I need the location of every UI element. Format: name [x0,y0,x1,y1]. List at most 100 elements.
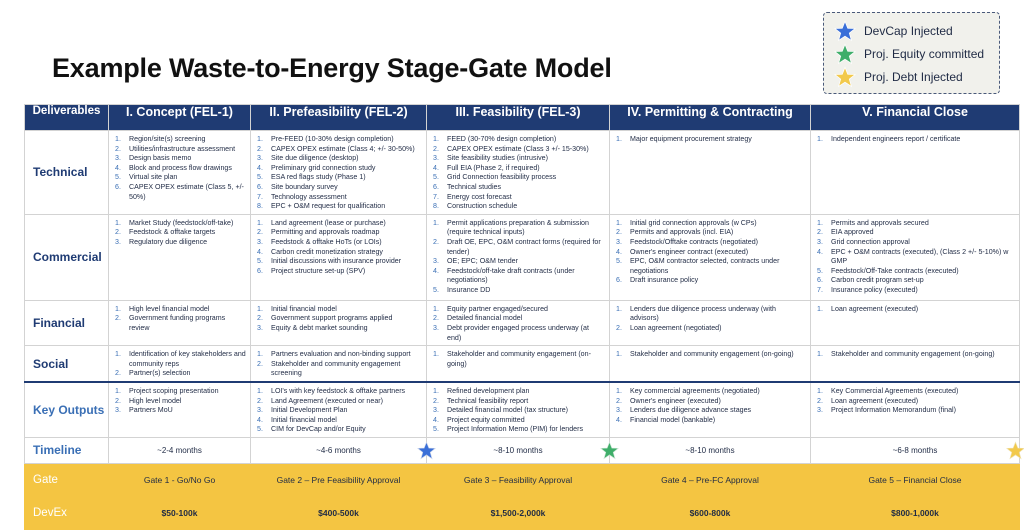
list-item: 4.Owner's engineer contract (executed) [616,247,749,256]
list-item: 5.Feedstock/Off-Take contracts (executed… [817,266,959,275]
list-item: 1.Initial grid connection approvals (w C… [616,218,757,227]
list-item-text: Financial model (bankable) [630,415,716,424]
list-item-text: Insurance policy (executed) [831,285,918,294]
gate-cell: Gate 2 – Pre Feasibility Approval [250,462,427,498]
list-item: 6.Draft insurance policy [616,276,699,285]
list-item: 1.FEED (30-70% design completion) [433,135,557,143]
table-cell: 1.Loan agreement (executed) [810,299,1020,347]
list-item: 5.Project Information Memo (PIM) for len… [433,425,584,434]
list-item: 2.Detailed financial model [433,314,523,323]
list-item-text: Lenders due diligence process underway (… [630,304,776,323]
gate-row: Gate Gate 1 - Go/No Go Gate 2 – Pre Feas… [24,462,1020,498]
legend-item: DevCap Injected [834,19,999,42]
table-cell: 1.Lenders due diligence process underway… [609,299,811,347]
list-item: 1.Major equipment procurement strategy [616,135,752,143]
list-item: 1.Stakeholder and community engagement (… [433,350,605,369]
list-item-text: Technical studies [447,182,502,191]
list-item-text: Pre-FEED (10-30% design completion) [271,135,394,143]
list-item: 1.High level financial model [115,304,210,313]
list-item-text: Project Information Memo (PIM) for lende… [447,425,584,434]
column-header: V. Financial Close [810,104,1020,131]
row-label: Technical [24,130,109,215]
list-item: 3.Site feasibility studies (intrusive) [433,154,548,163]
list-item: 3.Debt provider engaged process underway… [433,324,605,343]
column-header: Deliverables [24,104,109,131]
devex-cell: $600-800k [609,496,811,530]
legend-item: Proj. Debt Injected [834,65,999,88]
list-item: 1.Region/site(s) screening [115,135,206,143]
timeline-value: ~6-8 months [892,445,938,455]
timeline-cell: ~4-6 months [250,436,436,464]
list-item-text: ESA red flags study (Phase 1) [271,173,366,182]
list-item: 1.Stakeholder and community engagement (… [616,350,794,359]
list-item-text: Draft insurance policy [630,276,699,285]
list-item: 3.Regulatory due diligence [115,237,208,246]
list-item-text: Project structure set-up (SPV) [271,266,366,275]
list-item-text: Regulatory due diligence [129,237,208,246]
list-item: 2.Loan agreement (executed) [817,396,919,405]
list-item: 6.Site boundary survey [257,182,338,191]
list-item: 2.Land Agreement (executed or near) [257,396,383,405]
list-item: 2.CAPEX OPEX estimate (Class 4; +/- 30-5… [257,144,415,153]
list-item: 1.Stakeholder and community engagement (… [817,350,995,359]
list-item: 4.Carbon credit monetization strategy [257,247,383,256]
list-item: 5.Initial discussions with insurance pro… [257,257,402,266]
list-item-text: Feedstock/off-take draft contracts (unde… [447,266,575,285]
list-item: 1.Equity partner engaged/secured [433,304,548,313]
list-item: 3.Grid connection approval [817,237,910,246]
timeline-value: ~8-10 months [493,445,543,455]
list-item-text: Utilities/infrastructure assessment [129,144,236,153]
timeline-cell: ~8-10 months [609,436,811,464]
list-item-text: Carbon credit program set-up [831,276,924,285]
list-item: 4.Preliminary grid connection study [257,163,376,172]
row-label: DevEx [24,496,109,530]
timeline-cell: ~6-8 months [810,436,1024,464]
list-item: 5.ESA red flags study (Phase 1) [257,173,366,182]
list-item: 4.Full EIA (Phase 2, if required) [433,163,540,172]
list-item-text: Initial financial model [271,415,337,424]
deliverable-list: 1.Stakeholder and community engagement (… [427,346,609,371]
list-item-text: Refined development plan [447,386,530,395]
list-item: 8.EPC + O&M request for qualification [257,202,386,211]
row-label: Timeline [24,436,109,464]
column-header: III. Feasibility (FEL-3) [426,104,610,131]
list-item-text: Draft OE, EPC, O&M contract forms (requi… [447,237,601,256]
devex-cell: $800-1,000k [810,496,1020,530]
timeline-value: ~4-6 months [316,445,361,455]
deliverable-list: 1.Lenders due diligence process underway… [610,301,810,336]
list-item: 3.Site due diligence (desktop) [257,154,359,163]
list-item-text: Permitting and approvals roadmap [271,228,380,237]
gate-cell: Gate 3 – Feasibility Approval [426,462,610,498]
legend-item: Proj. Equity committed [834,42,999,65]
list-item-text: Debt provider engaged process underway (… [447,323,589,342]
star-icon [834,65,856,87]
list-item: 2.High level model [115,396,182,405]
list-item-text: Block and process flow drawings [129,163,232,172]
deliverable-list: 1.Permit applications preparation & subm… [427,215,609,298]
list-item-text: Equity & debt market sounding [271,323,368,332]
list-item: 1.Permits and approvals secured [817,218,929,227]
list-item-text: Stakeholder and community engagement (on… [447,350,591,368]
list-item: 3.Feedstock & offtake HoTs (or LOIs) [257,237,382,246]
list-item: 4.Block and process flow drawings [115,163,232,172]
list-item-text: LOI's with key feedstock & offtake partn… [271,386,406,395]
list-item-text: CAPEX OPEX estimate (Class 3 +/- 15-30%) [447,144,589,153]
list-item: 2.Owner's engineer (executed) [616,396,721,405]
list-item: 7.Insurance policy (executed) [817,285,918,294]
deliverable-list: 1.Key commercial agreements (negotiated)… [610,383,810,427]
list-item-text: Technical feasibility report [447,396,529,405]
list-item: 1.LOI's with key feedstock & offtake par… [257,386,406,395]
deliverable-list: 1.FEED (30-70% design completion)2.CAPEX… [427,131,609,214]
list-item-text: Site due diligence (desktop) [271,154,359,163]
list-item: 3.Partners MoU [115,406,173,415]
list-item: 2.Loan agreement (negotiated) [616,323,722,332]
